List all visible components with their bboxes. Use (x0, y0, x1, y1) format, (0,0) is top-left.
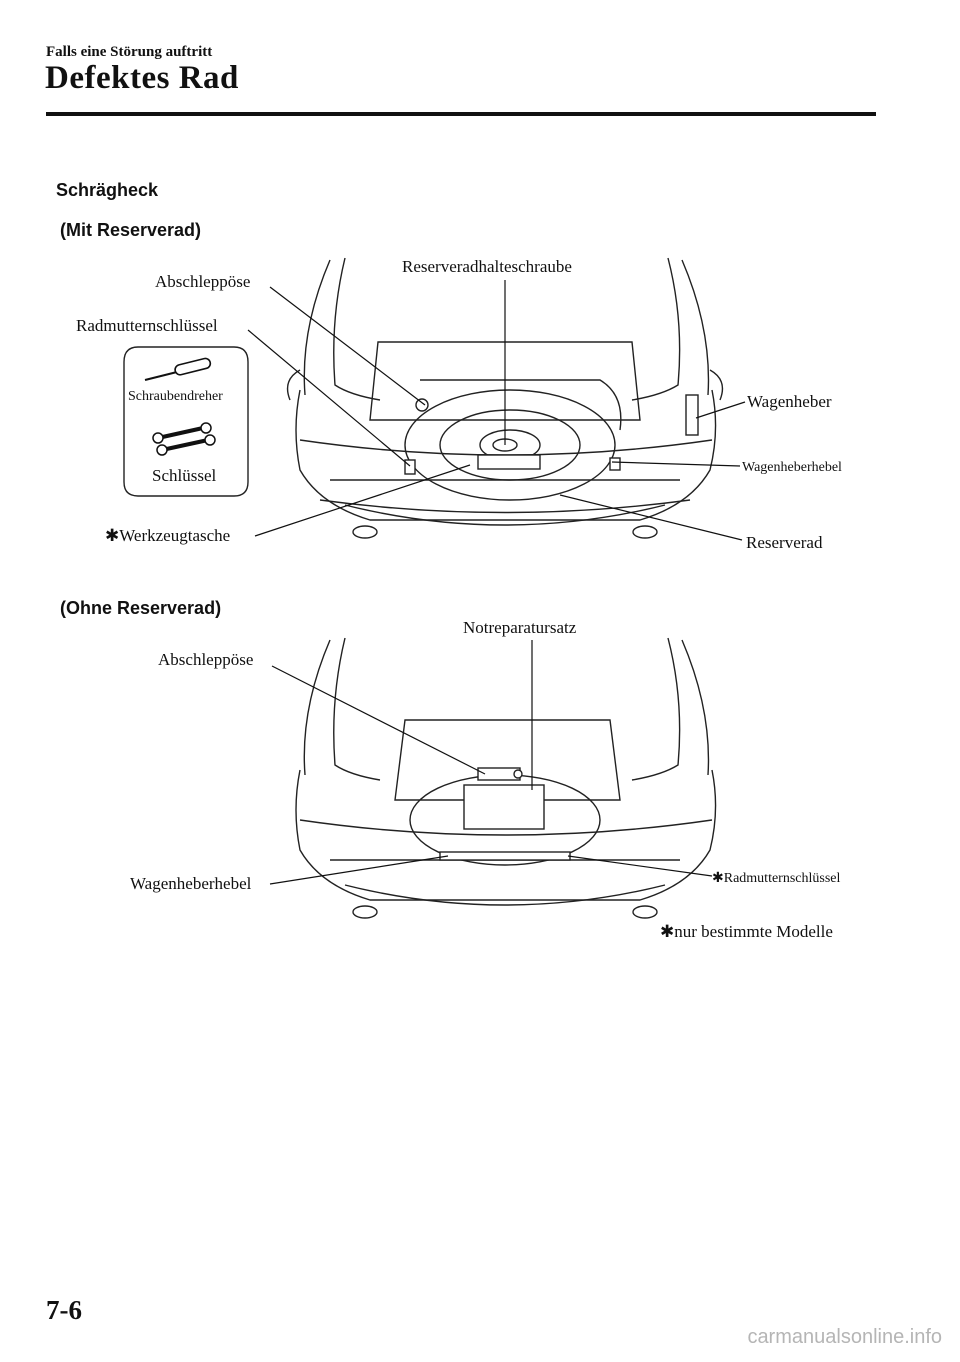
subsection-heading: Schrägheck (56, 180, 159, 200)
figure2-heading: (Ohne Reserverad) (60, 598, 222, 618)
asterisk-icon: ✱ (105, 526, 120, 545)
label-tow-hook-1: Abschleppöse (155, 272, 251, 291)
asterisk-icon: ✱ (660, 922, 675, 941)
label-jack-lever-1: Wagenheberhebel (742, 460, 842, 475)
label-wrench: Schlüssel (152, 466, 217, 485)
label-jack: Wagenheber (747, 392, 832, 411)
label-lug-wrench-1: Radmutternschlüssel (76, 316, 218, 335)
label-screwdriver: Schraubendreher (128, 389, 223, 404)
label-lug-wrench-2: ✱Radmutternschlüssel (712, 871, 841, 886)
screwdriver-icon (144, 357, 212, 381)
tool-bag-callout (123, 346, 249, 497)
label-tool-bag: ✱Werkzeugtasche (105, 526, 231, 545)
label-jack-lever-2: Wagenheberhebel (130, 874, 252, 893)
label-tow-hook-2: Abschleppöse (158, 650, 254, 669)
figure1-heading: (Mit Reserverad) (60, 220, 202, 240)
label-spare-bolt: Reserveradhalteschraube (402, 257, 572, 276)
title-rule (46, 112, 876, 116)
watermark: carmanualsonline.info (747, 1326, 942, 1348)
page-number: 7-6 (46, 1295, 82, 1325)
asterisk-icon: ✱ (712, 871, 724, 886)
label-repair-kit: Notreparatursatz (463, 618, 577, 637)
car-rear-illustration-2 (295, 637, 717, 919)
label-spare-tire: Reserverad (746, 533, 823, 552)
footnote: ✱nur bestimmte Modelle (660, 922, 833, 941)
section-kicker: Falls eine Störung auftritt (46, 44, 213, 60)
page-title: Defektes Rad (45, 60, 239, 96)
wrench-icon (152, 422, 216, 456)
car-rear-illustration-1 (286, 257, 724, 539)
